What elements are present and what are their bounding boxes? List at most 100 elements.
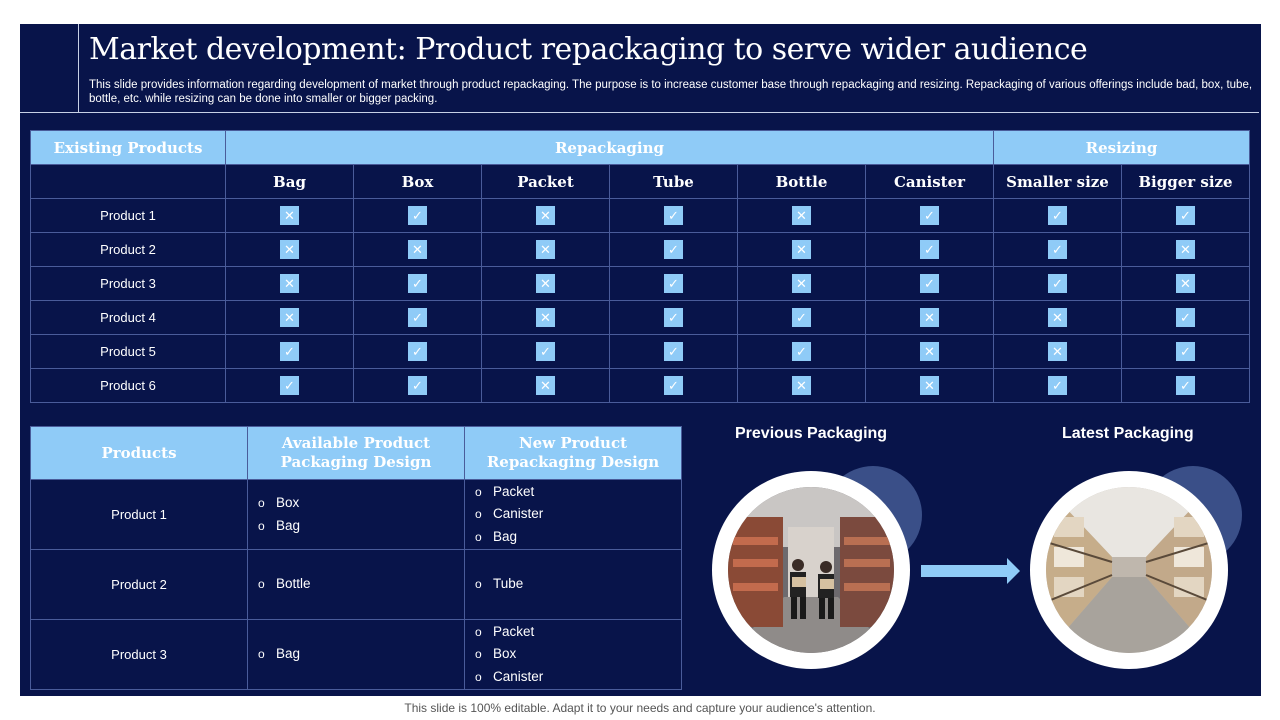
matrix-cell: ✓ [609,198,738,233]
design-row-product: Product 2 [30,549,248,620]
matrix-cell: ✓ [353,300,482,335]
matrix-cell: ✕ [481,368,610,403]
warehouse-workers-photo [728,487,894,653]
cross-icon: ✕ [792,206,811,225]
checkmark-icon: ✓ [536,342,555,361]
design-list-item: Canister [475,503,681,526]
matrix-row-label: Product 3 [30,266,226,301]
latest-packaging-label: Latest Packaging [1062,425,1194,442]
slide: Market development: Product repackaging … [20,24,1261,696]
matrix-cell: ✕ [865,334,994,369]
column-header-tube: Tube [609,164,738,199]
checkmark-icon: ✓ [408,376,427,395]
header-resizing: Resizing [993,130,1250,165]
packaging-design-table: Products Available Product Packaging Des… [30,426,682,690]
column-header-canister: Canister [865,164,994,199]
matrix-cell: ✕ [737,232,866,267]
matrix-cell: ✕ [481,232,610,267]
arrow-right-icon [921,558,1020,584]
matrix-cell: ✓ [353,334,482,369]
matrix-cell: ✓ [865,266,994,301]
checkmark-icon: ✓ [920,240,939,259]
checkmark-icon: ✓ [1176,308,1195,327]
matrix-cell: ✕ [737,368,866,403]
footer-note: This slide is 100% editable. Adapt it to… [404,701,876,715]
matrix-cell: ✓ [481,334,610,369]
cross-icon: ✕ [536,206,555,225]
header-accent-block [20,24,79,112]
matrix-row: Product 4✕✓✕✓✓✕✕✓ [30,300,1250,335]
previous-packaging-image [712,471,910,669]
header-repackaging: Repackaging [225,130,994,165]
matrix-cell: ✕ [1121,266,1250,301]
matrix-corner-cell [30,164,226,199]
header-divider [20,112,1259,113]
checkmark-icon: ✓ [664,240,683,259]
cross-icon: ✕ [408,240,427,259]
matrix-cell: ✓ [609,300,738,335]
design-list-item: Bag [475,526,681,549]
header-products: Products [30,426,248,480]
design-list-item: Bottle [258,573,464,596]
matrix-row-label: Product 5 [30,334,226,369]
matrix-cell: ✕ [225,198,354,233]
column-header-smaller-size: Smaller size [993,164,1122,199]
matrix-cell: ✓ [609,368,738,403]
matrix-cell: ✓ [737,334,866,369]
slide-subtitle: This slide provides information regardin… [89,79,1253,105]
header-available-design: Available Product Packaging Design [247,426,465,480]
column-header-bottle: Bottle [737,164,866,199]
checkmark-icon: ✓ [408,308,427,327]
cross-icon: ✕ [1176,274,1195,293]
checkmark-icon: ✓ [408,206,427,225]
matrix-cell: ✕ [993,300,1122,335]
design-row-product: Product 3 [30,619,248,690]
cross-icon: ✕ [1048,342,1067,361]
matrix-cell: ✕ [1121,232,1250,267]
matrix-cell: ✕ [225,266,354,301]
repackaging-matrix: Existing Products Repackaging Resizing B… [30,130,1250,403]
cross-icon: ✕ [792,376,811,395]
cross-icon: ✕ [792,240,811,259]
new-design-list: Tube [465,573,681,596]
checkmark-icon: ✓ [1048,376,1067,395]
checkmark-icon: ✓ [408,274,427,293]
column-header-bag: Bag [225,164,354,199]
matrix-cell: ✓ [609,266,738,301]
matrix-cell: ✓ [993,198,1122,233]
checkmark-icon: ✓ [664,274,683,293]
matrix-cell: ✕ [225,300,354,335]
checkmark-icon: ✓ [1176,206,1195,225]
matrix-row-label: Product 6 [30,368,226,403]
matrix-cell: ✓ [1121,368,1250,403]
design-header-row: Products Available Product Packaging Des… [30,426,682,480]
latest-packaging-image [1030,471,1228,669]
header-existing-products: Existing Products [30,130,226,165]
matrix-row-label: Product 1 [30,198,226,233]
matrix-cell: ✓ [1121,198,1250,233]
column-header-box: Box [353,164,482,199]
matrix-cell: ✕ [865,300,994,335]
cross-icon: ✕ [920,342,939,361]
matrix-cell: ✕ [737,198,866,233]
checkmark-icon: ✓ [792,342,811,361]
matrix-cell: ✓ [609,232,738,267]
slide-title: Market development: Product repackaging … [89,32,1088,67]
design-new-cell: PacketBoxCanister [464,619,682,690]
design-list-item: Bag [258,515,464,538]
matrix-row-label: Product 4 [30,300,226,335]
design-list-item: Box [258,492,464,515]
checkmark-icon: ✓ [664,308,683,327]
design-list-item: Packet [475,481,681,504]
checkmark-icon: ✓ [664,342,683,361]
matrix-row: Product 3✕✓✕✓✕✓✓✕ [30,266,1250,301]
new-design-list: PacketBoxCanister [465,621,681,689]
cross-icon: ✕ [280,308,299,327]
checkmark-icon: ✓ [920,274,939,293]
cross-icon: ✕ [792,274,811,293]
design-new-cell: Tube [464,549,682,620]
matrix-cell: ✕ [737,266,866,301]
matrix-row-label: Product 2 [30,232,226,267]
cross-icon: ✕ [280,240,299,259]
header-new-design: New Product Repackaging Design [464,426,682,480]
